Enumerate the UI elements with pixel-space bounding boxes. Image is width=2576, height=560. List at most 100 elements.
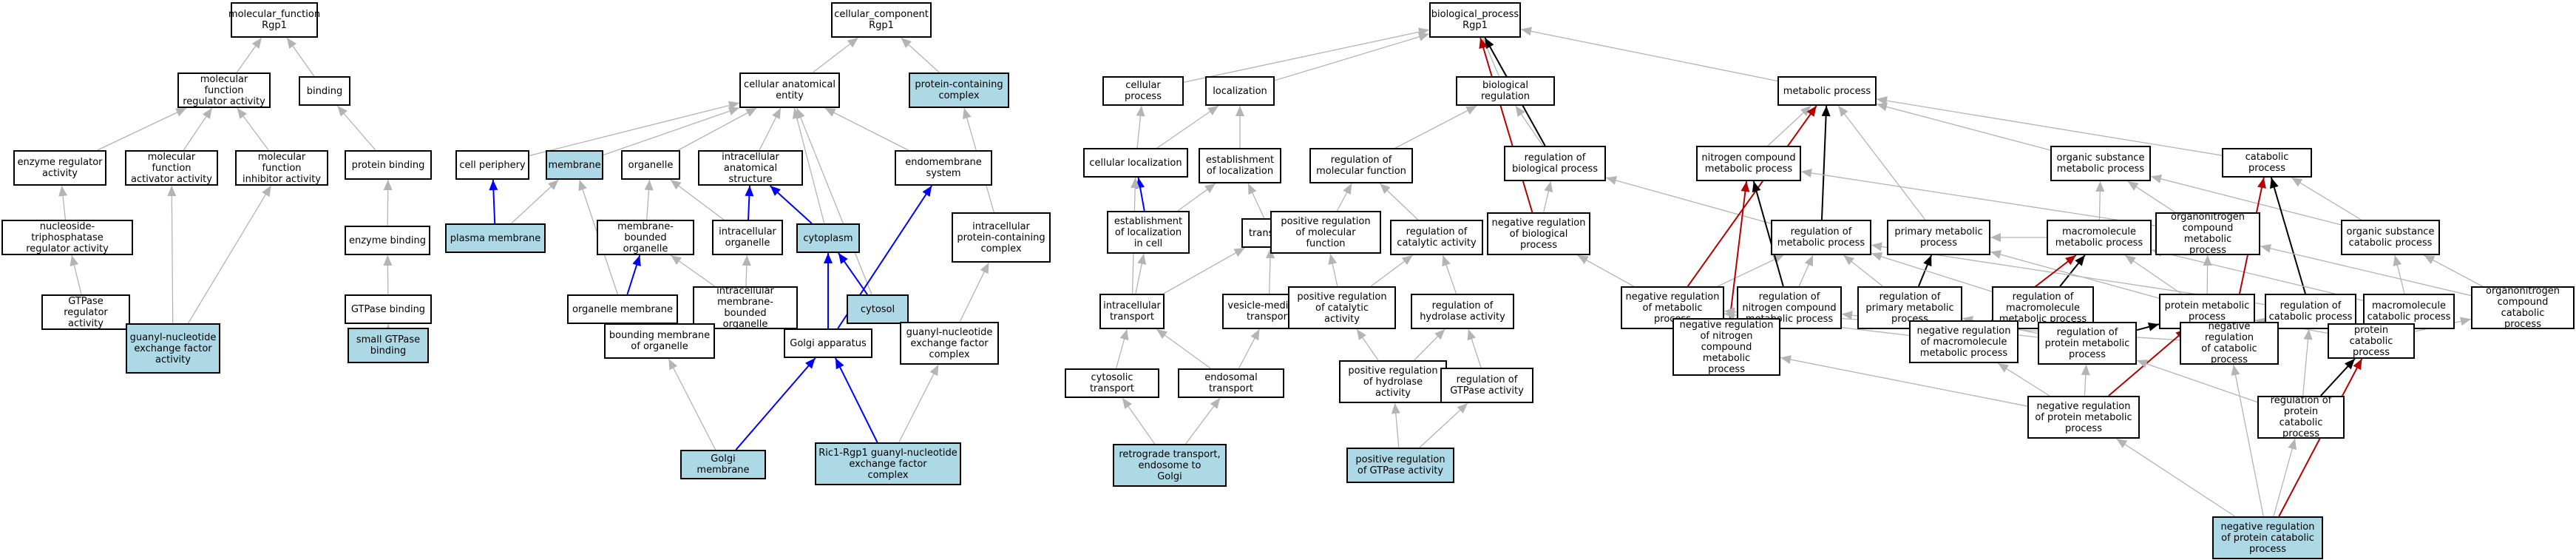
edge-mfaa-to-mfra <box>183 107 213 151</box>
node-cloc: cellular localization <box>1083 148 1188 178</box>
edge-regcat-to-regmf <box>1379 183 1419 220</box>
node-iorg: intracellular organelle <box>712 220 783 255</box>
edge-metab-to-bp <box>1520 27 1778 82</box>
edge-itrans-to-estlocc <box>1135 253 1147 294</box>
edge-occp-to-oscp <box>2423 254 2483 287</box>
edge-gnefc-to-ipcc <box>959 262 989 323</box>
edge-primp-to-metab <box>1837 105 1926 220</box>
node-gtpra: GTPase regulator activity <box>41 294 130 330</box>
edge-regbp-to-bioreg <box>1515 105 1544 146</box>
edge-orgmem-to-mbo <box>626 254 641 295</box>
edge-regncmp-to-ncmp <box>1752 181 1784 287</box>
edge-gtpbind-to-enzbind <box>383 254 393 295</box>
edge-oscp-to-osmp <box>2150 174 2342 226</box>
edge-catab-to-metab <box>1876 96 2223 156</box>
edge-cloc-to-cproc <box>1136 105 1145 149</box>
node-loc: localization <box>1205 76 1275 106</box>
edge-golgi-to-cytoplasm <box>824 253 833 328</box>
node-enzbind: enzyme binding <box>345 226 430 255</box>
node-era: enzyme regulator activity <box>13 150 106 186</box>
edge-posreggtp-to-posreghyd <box>1391 402 1400 448</box>
edge-mfia-to-mfra <box>237 107 269 151</box>
node-ntpra: nucleoside-triphosphatase regulator acti… <box>1 220 133 255</box>
node-bmo: bounding membrane of organelle <box>604 323 715 359</box>
node-occp: organonitrogen compound catabolic proces… <box>2471 286 2575 330</box>
edge-cproc-to-bp <box>1183 27 1430 83</box>
edge-mmp-to-osmp <box>2095 181 2105 220</box>
node-posreghyd: positive regulation of hydrolase activit… <box>1339 360 1447 403</box>
edge-ncmp-to-metab <box>1767 105 1811 146</box>
edge-retro-to-endotrans <box>1185 397 1221 445</box>
node-cytosol: cytosol <box>847 294 909 324</box>
edge-pmem-to-membrane <box>511 179 559 224</box>
edge-mfra-to-mf <box>236 37 262 73</box>
node-negregmmp: negative regulation of macromolecule met… <box>1909 320 2019 363</box>
node-negregbp: negative regulation of biological proces… <box>1487 212 1590 255</box>
edge-membrane-to-cae <box>603 107 740 156</box>
edge-cae-to-cc <box>812 37 859 73</box>
edge-protbind-to-binding <box>336 105 376 151</box>
node-estloc: establishment of localization <box>1199 148 1281 183</box>
node-primp: primary metabolic process <box>1887 220 1990 255</box>
edge-iorg-to-organelle <box>670 179 725 220</box>
edge-negregmp-to-negregbp <box>1577 254 1634 287</box>
node-retro: retrograde transport, endosome to Golgi <box>1113 444 1227 487</box>
node-cperiph: cell periphery <box>455 150 529 180</box>
node-oncmp: organonitrogen compound metabolic proces… <box>2155 212 2260 256</box>
edge-era-to-mfra <box>97 107 187 151</box>
node-ncmp: nitrogen compound metabolic process <box>1696 146 1801 181</box>
node-protcat: protein catabolic process <box>2328 323 2415 359</box>
edge-cytotrans-to-itrans <box>1115 328 1129 369</box>
node-oscp: organic substance catabolic process <box>2341 220 2440 255</box>
edge-negregmp-to-regmp <box>1718 254 1784 287</box>
node-golgimem: Golgi membrane <box>680 450 766 479</box>
node-mmp: macromolecule metabolic process <box>2047 220 2152 255</box>
node-mf: molecular_function Rgp1 <box>228 2 320 38</box>
edge-organelle-to-cae <box>677 107 757 151</box>
node-regprotmp: regulation of protein metabolic process <box>2038 322 2137 365</box>
edge-imbo-to-mbo <box>670 254 716 287</box>
edge-negregbp-to-bp <box>1479 37 1533 213</box>
edge-gnefa-to-mfaa <box>167 185 177 324</box>
node-gnefc: guanyl-nucleotide exchange factor comple… <box>900 322 999 365</box>
edge-negregbp-to-regbp <box>1543 181 1553 213</box>
edge-regmmp-to-regmp <box>1871 252 1993 292</box>
edge-ric1-to-golgi <box>835 357 878 443</box>
edge-ntpra-to-era <box>58 185 68 220</box>
node-mfia: molecular function inhibitor activity <box>235 150 328 186</box>
edge-cperiph-to-cae <box>529 101 740 157</box>
edge-posreghyd-to-posregcat <box>1356 328 1379 361</box>
node-posregmf: positive regulation of molecular functio… <box>1270 211 1381 254</box>
edge-ric1-to-gnefc <box>898 364 939 443</box>
edge-loc-to-bp <box>1274 33 1430 81</box>
node-protbind: protein binding <box>345 150 432 180</box>
edge-negregmp-to-metab <box>1687 105 1817 287</box>
edge-ias-to-cae <box>759 107 782 151</box>
edge-mbo-to-organelle <box>644 179 654 220</box>
node-metab: metabolic process <box>1777 76 1877 106</box>
edge-oscp-to-catab <box>2291 177 2362 220</box>
edge-enzbind-to-protbind <box>383 179 393 226</box>
edge-regcp-to-catab <box>2270 177 2306 294</box>
node-negregprotmp: negative regulation of protein metabolic… <box>2027 396 2140 439</box>
node-membrane: membrane <box>546 150 603 180</box>
edge-endotrans-to-vmt <box>1238 328 1260 369</box>
node-mbo: membrane-bounded organelle <box>597 220 694 255</box>
node-regprotcat: regulation of protein catabolic process <box>2257 395 2345 439</box>
node-regcat: regulation of catalytic activity <box>1390 220 1483 255</box>
edge-regncmp-to-regmp <box>1798 254 1814 287</box>
edge-cytosol-to-cytoplasm <box>838 252 868 295</box>
edge-cytoplasm-to-ias <box>769 185 813 224</box>
edge-transport-to-estloc <box>1247 183 1265 219</box>
edge-negregprotmp-to-regprotmp <box>2081 364 2090 397</box>
edge-pcc-to-cc <box>901 37 940 73</box>
node-gtpbind: GTPase binding <box>345 294 432 324</box>
node-sgtpb: small GTPase binding <box>348 328 429 363</box>
edge-negregprotcat-to-negregcp <box>2231 364 2264 517</box>
edge-pmp-to-mmp <box>2124 254 2182 294</box>
node-binding: binding <box>299 76 350 106</box>
node-pmem: plasma membrane <box>445 223 546 253</box>
edge-regpmp-to-regmp <box>1843 254 1883 287</box>
edge-iorg-to-ias <box>745 185 754 220</box>
